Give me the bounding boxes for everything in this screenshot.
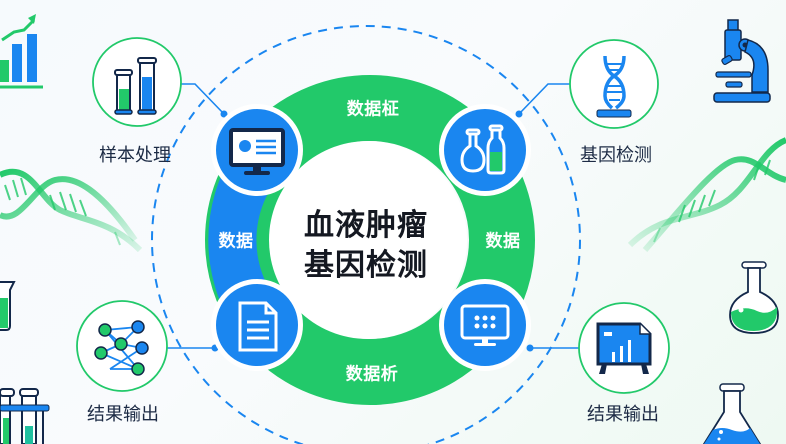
erlenmeyer-flask-icon xyxy=(702,383,762,444)
node-label-sample-processing: 样本处理 xyxy=(99,145,171,166)
node-result-output-left[interactable] xyxy=(76,300,168,392)
microscope-icon xyxy=(713,19,771,103)
round-flask-icon xyxy=(729,261,779,334)
hub-icon-top-right[interactable] xyxy=(439,104,531,196)
beaker-icon xyxy=(0,281,16,331)
hub-icon-bottom-right[interactable] xyxy=(439,279,531,371)
test-tube-rack-icon xyxy=(0,388,50,444)
dna-helix-right xyxy=(627,137,786,252)
node-label-gene-detection: 基因检测 xyxy=(580,145,652,166)
monitor-grid-icon xyxy=(460,304,510,346)
dna-helix-left xyxy=(0,168,143,253)
ring-label-top: 数据柾 xyxy=(346,99,400,120)
monitor-search-icon xyxy=(229,128,285,175)
node-gene-detection[interactable] xyxy=(569,39,659,129)
node-result-output-right[interactable] xyxy=(578,302,670,394)
hub-icon-bottom-left[interactable] xyxy=(211,279,303,371)
test-tubes-icon xyxy=(114,57,157,115)
dashed-orbit xyxy=(151,25,581,444)
center-title-line-2: 基因检测 xyxy=(304,248,428,283)
lab-bottles-icon xyxy=(460,124,506,175)
process-ring xyxy=(205,75,535,405)
bar-chart-icon xyxy=(0,14,43,89)
network-graph-icon xyxy=(94,320,149,376)
node-label-result-output-left: 结果输出 xyxy=(87,404,159,425)
ring-label-bottom: 数据析 xyxy=(345,364,399,385)
document-icon xyxy=(238,301,278,352)
connector-dots xyxy=(211,110,534,352)
node-label-result-output-right: 结果输出 xyxy=(587,404,659,425)
dna-icon xyxy=(603,55,626,110)
ring-label-right: 数据 xyxy=(485,231,521,252)
report-chart-icon xyxy=(596,322,652,374)
node-sample-processing[interactable] xyxy=(92,37,182,127)
center-title-line-1: 血液肿瘤 xyxy=(304,208,428,243)
hub-icon-top-left[interactable] xyxy=(211,104,303,196)
ring-label-left: 数据 xyxy=(218,231,254,252)
